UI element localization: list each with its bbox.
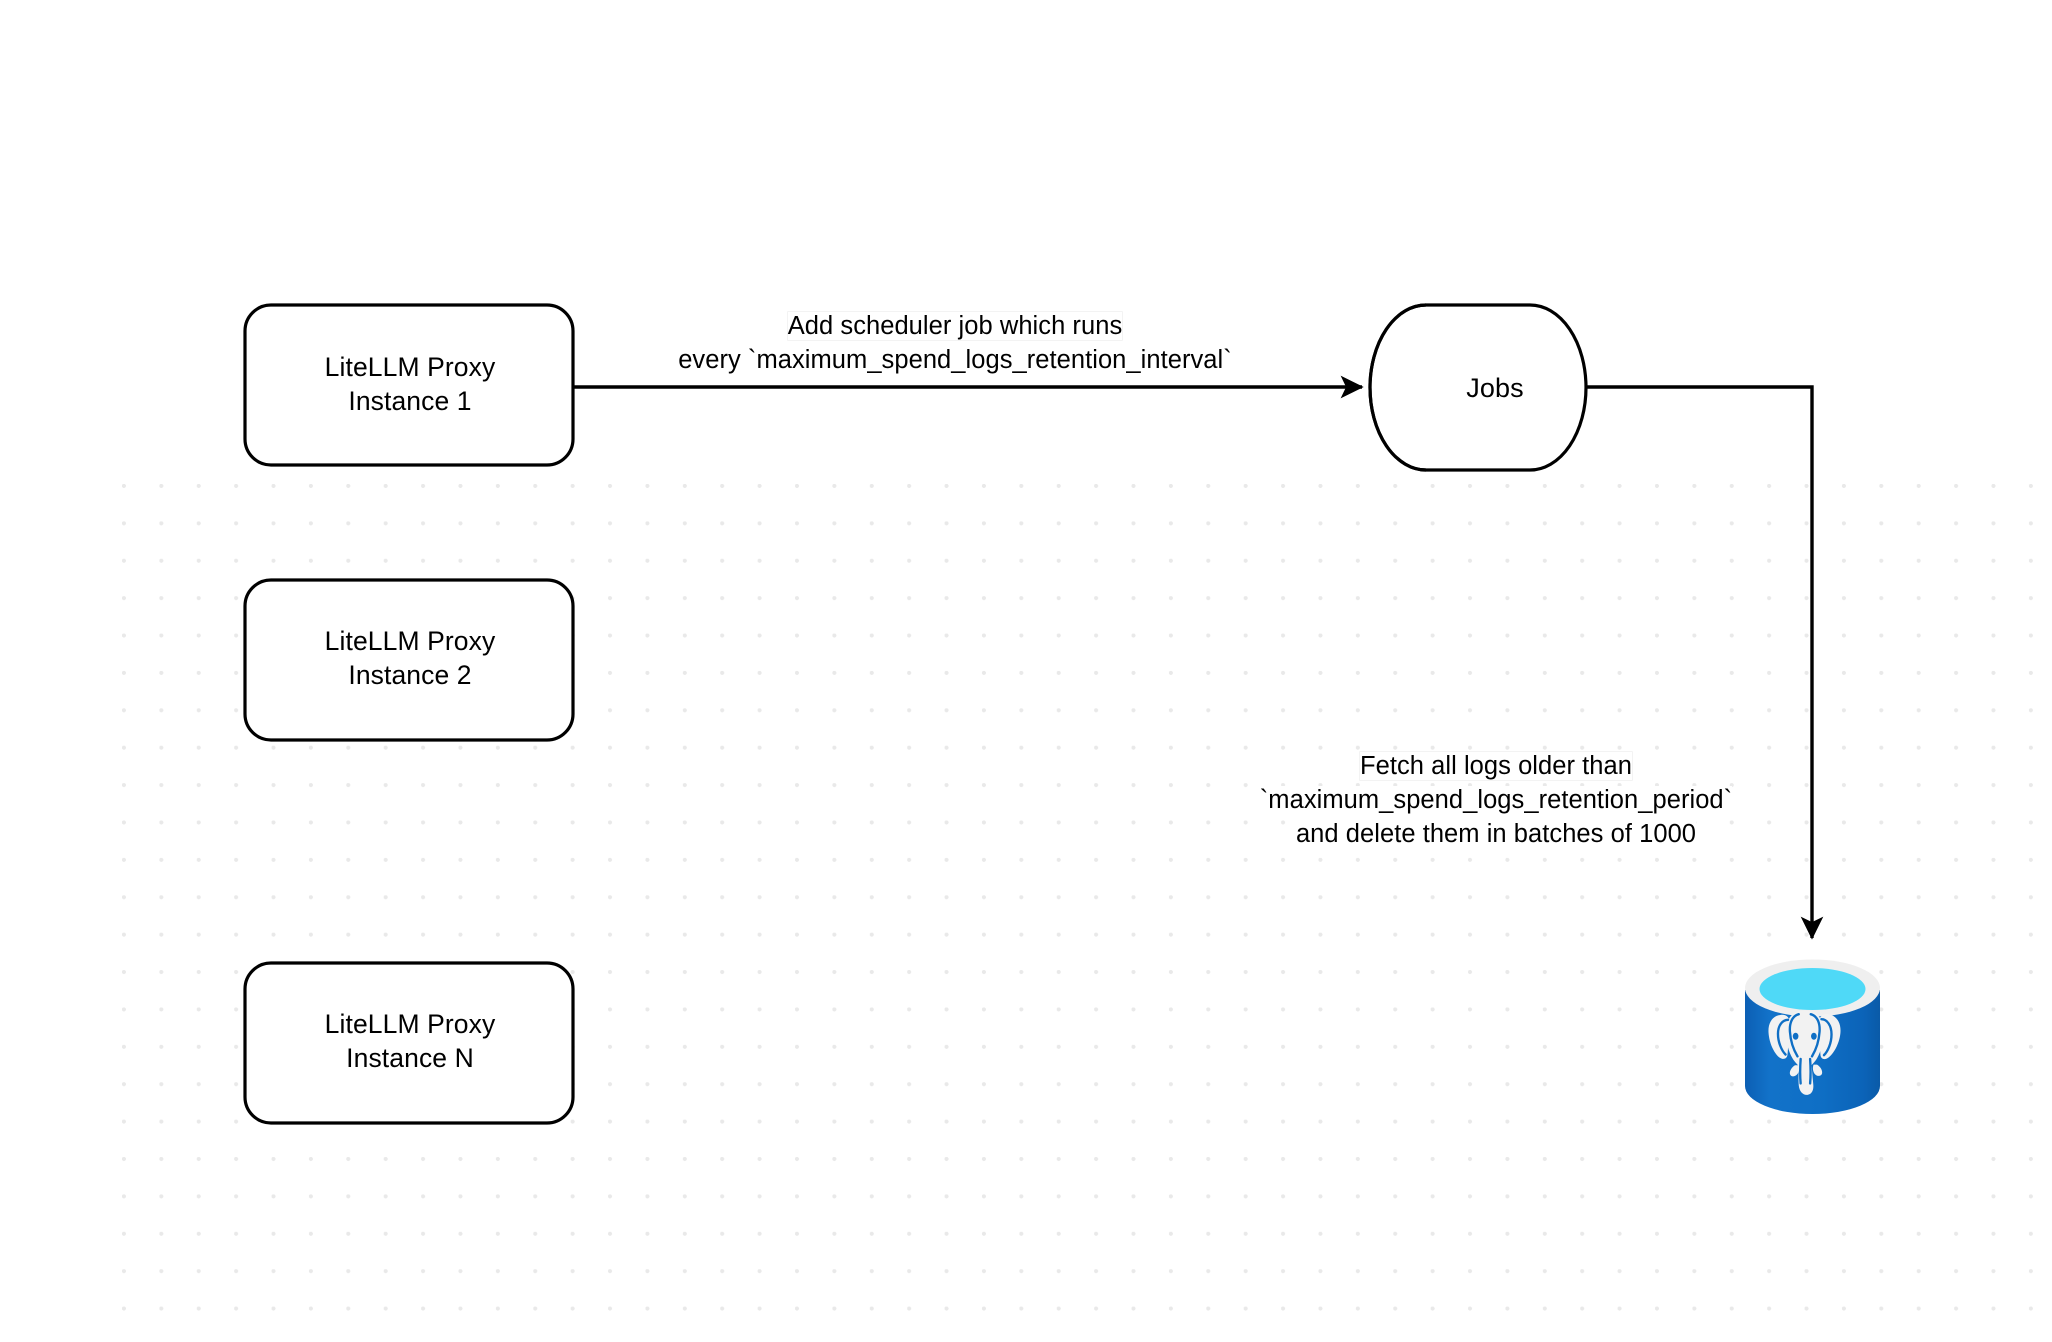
edge-label-1-line-2: every `maximum_spend_logs_retention_inte… [678, 345, 1232, 374]
proxy-instance-2-shape[interactable] [243, 578, 575, 742]
jobs-cylinder-label: Jobs [1466, 373, 1524, 403]
edge-jobs-to-db-line [1586, 385, 1824, 940]
proxy-instance-2-label: LiteLLM Proxy Instance 2 [324, 626, 496, 691]
proxy-instance-1-label: LiteLLM Proxy Instance 1 [324, 352, 496, 417]
proxy-instance-1-shape[interactable] [243, 303, 575, 467]
jobs-cylinder-shape[interactable] [1368, 303, 1588, 472]
edge-label-2-line-2: `maximum_spend_logs_retention_period` [1259, 785, 1733, 814]
edge-jobs-to-db-label: Fetch all logs older than `maximum_spend… [1180, 750, 1812, 852]
edge-label-2-line-3: and delete them in batches of 1000 [1295, 819, 1697, 848]
postgresql-elephant-icon [1768, 1010, 1841, 1095]
edge-label-2-line-1: Fetch all logs older than [1360, 752, 1632, 780]
edge-label-1-line-1: Add scheduler job which runs [787, 312, 1123, 340]
postgres-database-shape[interactable] [1745, 959, 1880, 1115]
proxy-instance-3-label: LiteLLM Proxy Instance N [324, 1009, 496, 1074]
proxy-instance-3-shape[interactable] [243, 961, 575, 1125]
edge-proxy1-to-jobs-label: Add scheduler job which runs every `maxi… [600, 310, 1310, 378]
